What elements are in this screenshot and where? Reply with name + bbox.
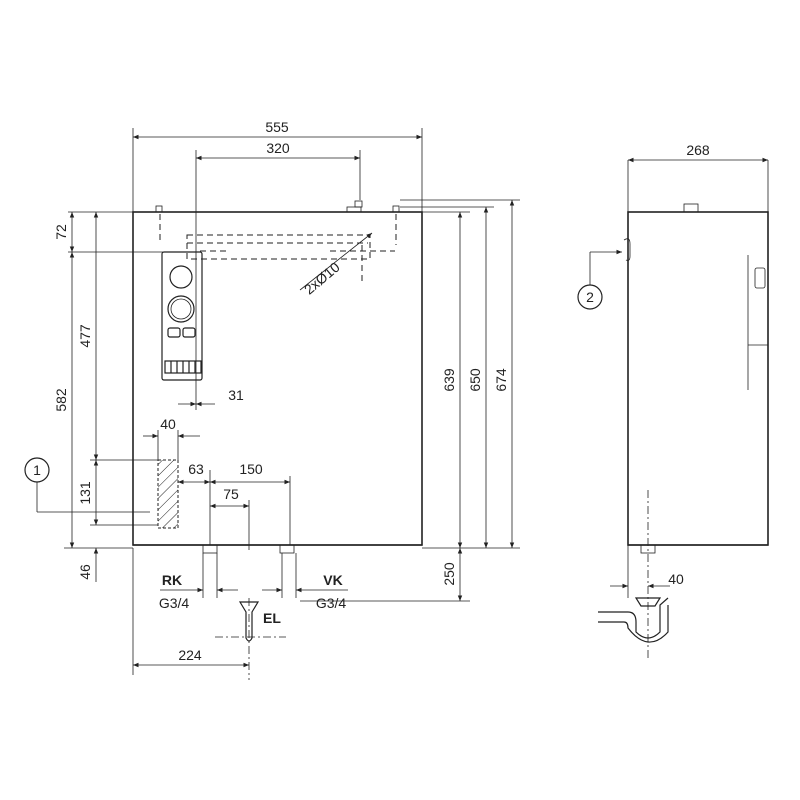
dim-side-40: 40 bbox=[668, 571, 684, 587]
dim-555: 555 bbox=[265, 119, 289, 135]
drain-label: EL bbox=[263, 610, 281, 626]
dim-31: 31 bbox=[228, 387, 244, 403]
drain-funnel bbox=[215, 598, 286, 680]
dim-477: 477 bbox=[77, 324, 93, 348]
dim-75: 75 bbox=[223, 486, 239, 502]
dim-674: 674 bbox=[493, 368, 509, 392]
dim-320: 320 bbox=[266, 140, 290, 156]
dim-40: 40 bbox=[160, 416, 176, 432]
thermometer-gauge bbox=[169, 265, 193, 289]
dim-250: 250 bbox=[441, 562, 457, 586]
return-connection bbox=[202, 544, 218, 554]
dim-650: 650 bbox=[467, 368, 483, 392]
dim-150: 150 bbox=[239, 461, 263, 477]
flow-connection bbox=[279, 544, 295, 554]
return-thread: G3/4 bbox=[159, 595, 190, 611]
dim-224: 224 bbox=[178, 647, 202, 663]
front-view: 555 320 72 582 477 131 46 639 650 674 25… bbox=[24, 119, 520, 680]
dim-63: 63 bbox=[188, 461, 204, 477]
panel-button bbox=[167, 327, 181, 338]
control-panel bbox=[161, 251, 203, 381]
callout-1-circle bbox=[24, 457, 50, 483]
dim-582: 582 bbox=[53, 388, 69, 412]
dim-72: 72 bbox=[53, 224, 69, 240]
boiler-side-outline bbox=[627, 211, 769, 546]
callout-1: 1 bbox=[33, 462, 41, 478]
dim-131: 131 bbox=[77, 481, 93, 505]
boiler-front-outline bbox=[132, 211, 423, 546]
drain-trap bbox=[598, 597, 669, 643]
dim-639: 639 bbox=[441, 368, 457, 392]
dim-268: 268 bbox=[686, 142, 710, 158]
return-label: RK bbox=[162, 572, 182, 588]
callout-2: 2 bbox=[586, 289, 594, 305]
clearance-zone bbox=[157, 459, 179, 529]
dim-46: 46 bbox=[77, 564, 93, 580]
panel-button bbox=[182, 327, 196, 338]
flow-thread: G3/4 bbox=[316, 595, 347, 611]
door-handle bbox=[754, 267, 766, 289]
side-view: 268 40 2 bbox=[577, 142, 769, 660]
flow-label: VK bbox=[323, 572, 342, 588]
pressure-gauge bbox=[167, 295, 195, 323]
